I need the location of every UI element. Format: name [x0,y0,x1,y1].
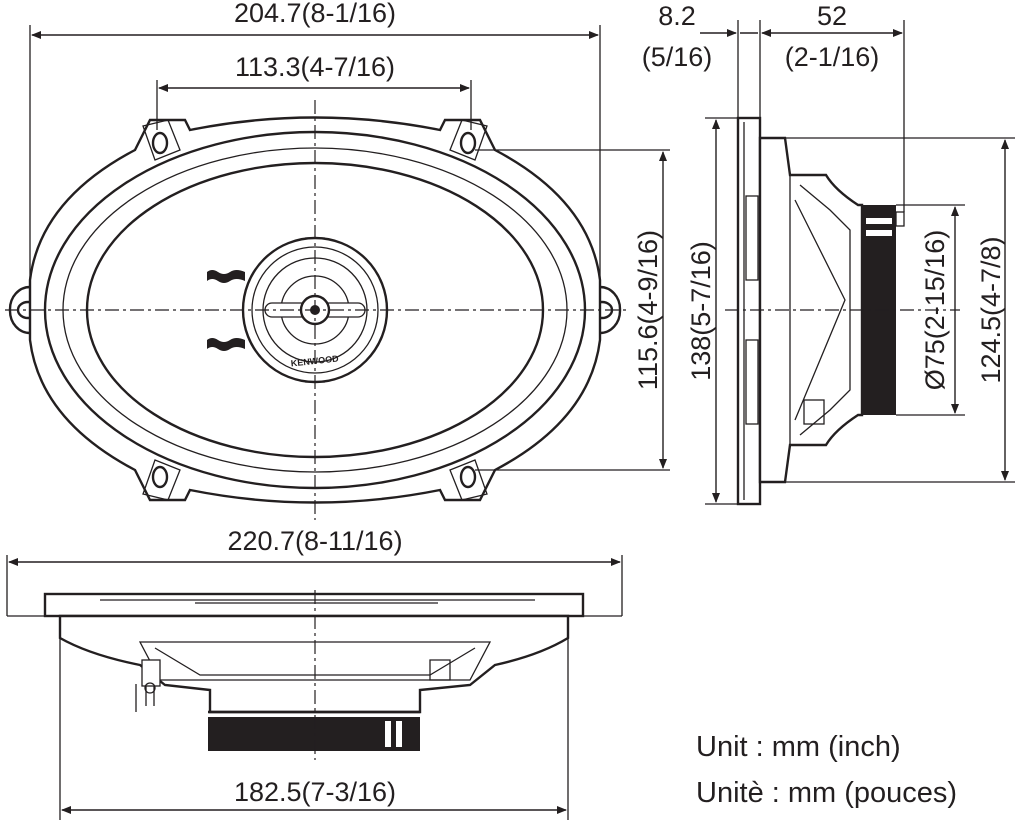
corner-holes [142,119,488,501]
flange-thickness-mm-label: 8.2 [658,1,696,31]
magnet-diameter-label: Ø75(2-15/16) [920,230,950,391]
side-view [725,116,960,506]
bottom-terminal [135,659,161,712]
overall-width-label: 204.7(8-1/16) [234,0,396,28]
basket-width-label: 182.5(7-3/16) [234,777,396,807]
unit-label-english: Unit : mm (inch) [696,731,901,763]
bottom-magnet [208,717,420,751]
terminal-tabs [207,270,245,351]
bottom-dimensions: 220.7(8-11/16) 182.5(7-3/16) [6,526,623,820]
overall-height-label: 138(5-7/16) [686,241,716,381]
unit-label-french: Unitè : mm (pouces) [696,777,957,809]
cutout-height-label: 124.5(4-7/8) [976,236,1006,383]
hole-vertical-label: 115.6(4-9/16) [633,230,663,390]
side-dimensions: 8.2 (5/16) 52 (2-1/16) 138(5-7/16) Ø75(2… [642,1,1015,505]
mount-depth-in-label: (2-1/16) [785,42,880,72]
flange-width-label: 220.7(8-11/16) [227,526,402,556]
front-view: KENWOOD [5,100,628,520]
front-dimensions: 204.7(8-1/16) 113.3(4-7/16) 115.6(4-9/16… [29,0,670,471]
side-flange [736,116,762,506]
bottom-view [43,590,585,760]
mount-depth-mm-label: 52 [817,1,847,31]
hole-spacing-label: 113.3(4-7/16) [235,52,395,82]
flange-thickness-in-label: (5/16) [642,42,713,72]
bottom-flange [43,592,585,618]
